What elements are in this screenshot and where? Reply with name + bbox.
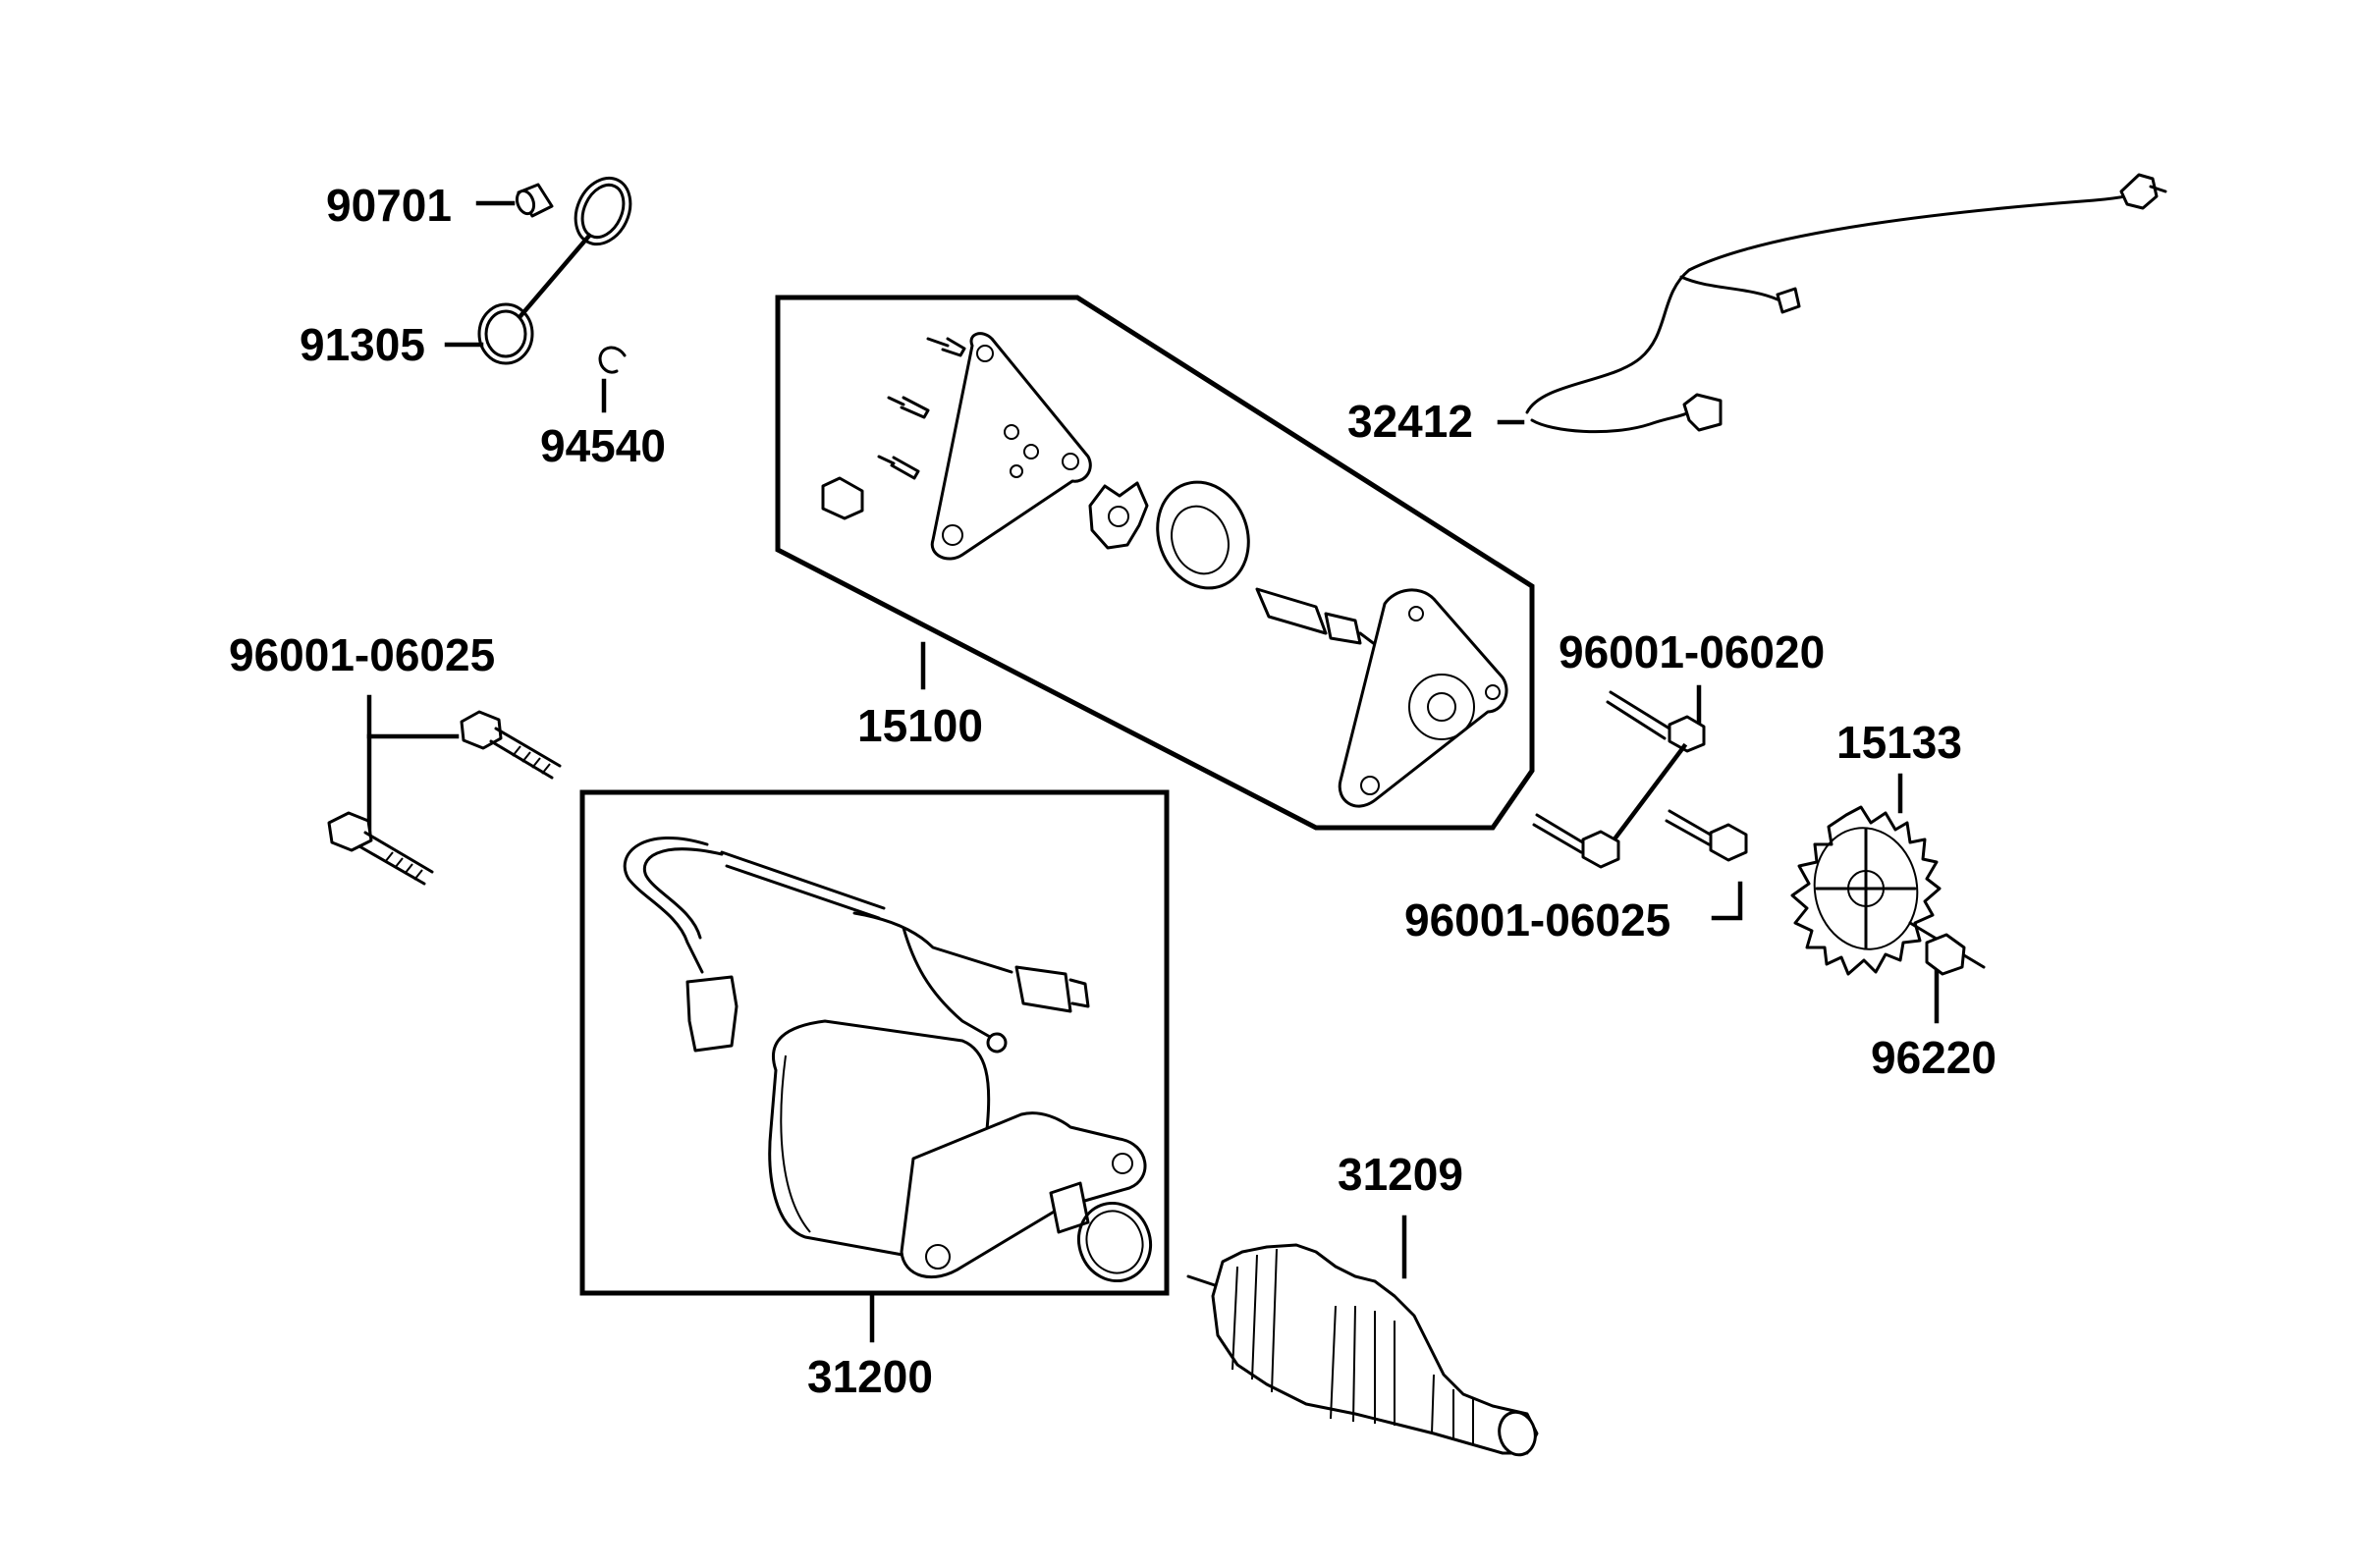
label-96001-06025-right: 96001-06025 [1404,894,1670,946]
label-91305: 91305 [300,319,425,370]
part-96220-nut [1908,921,1986,976]
part-91305-o-rings [477,176,632,365]
label-96001-06020: 96001-06020 [1559,626,1825,677]
leader-lines [366,200,1940,1343]
label-31209: 31209 [1338,1149,1463,1200]
part-15100-assembly [821,332,1508,808]
label-15133: 15133 [1836,717,1962,768]
part-94540-clip [598,346,627,374]
label-32412: 32412 [1347,396,1473,447]
part-32412-wire [1525,173,2167,434]
label-94540: 94540 [540,420,666,471]
label-90701: 90701 [326,180,452,231]
part-90701-cap [515,183,554,218]
label-96220: 96220 [1871,1032,1997,1083]
frame-31200-group [579,789,1170,1296]
part-96001-06020-bolt [1606,690,1706,848]
label-15100: 15100 [857,700,983,751]
part-15133-sprocket [1790,805,1942,976]
frame-15100-group [775,295,1535,831]
part-31209-starter-gear [1186,1243,1539,1457]
label-96001-06025-left: 96001-06025 [229,629,495,680]
label-31200: 31200 [807,1351,933,1402]
part-31200-starter-motor [623,837,1152,1283]
part-96001-06025-left-bolts [327,710,562,886]
leader-96001-06025-left-a [366,694,460,739]
part-96001-06025-right-bolts [1532,809,1748,869]
leader-96001-06025-right [1711,881,1743,921]
